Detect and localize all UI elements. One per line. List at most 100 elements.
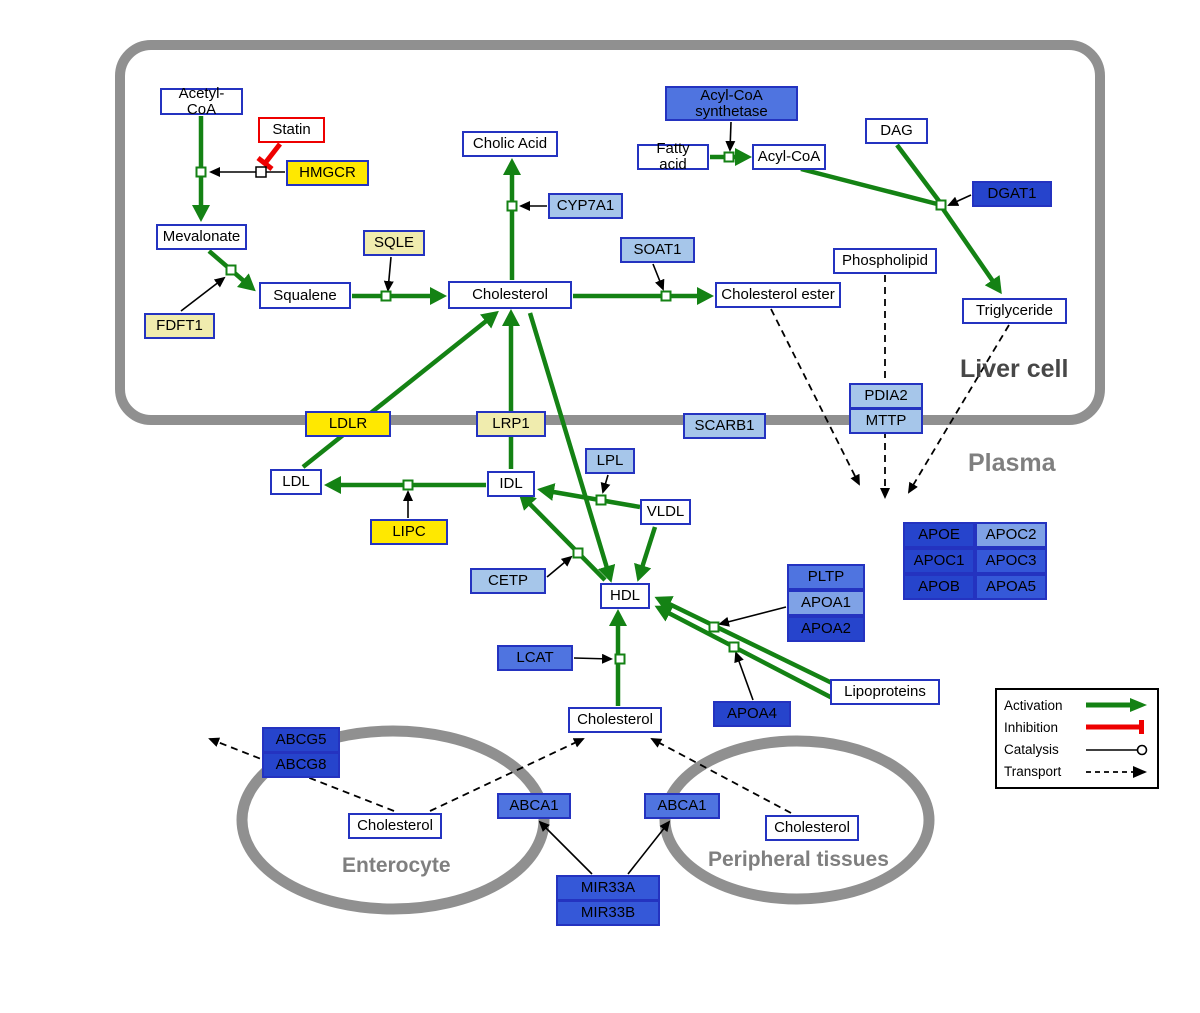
peripheral-tissues-label: Peripheral tissues <box>708 848 889 871</box>
node-cyp7a1[interactable]: CYP7A1 <box>548 193 623 219</box>
node-abcg5[interactable]: ABCG5 <box>262 727 340 753</box>
node-mir33b[interactable]: MIR33B <box>556 900 660 926</box>
edge-dgat-junction-triglyceride <box>941 207 1002 295</box>
catalysis-lcat <box>573 653 613 664</box>
node-lpl[interactable]: LPL <box>585 448 635 474</box>
legend-row-inhibition: Inhibition <box>1004 719 1150 735</box>
reaction-node-apoa4 <box>728 641 740 653</box>
node-mir33a[interactable]: MIR33A <box>556 875 660 901</box>
node-cholesterol-ester[interactable]: Cholesterol ester <box>715 282 841 308</box>
edge-hdl-idl-via-cetp <box>518 492 607 582</box>
statin-junction-square <box>255 166 267 178</box>
node-apoa2[interactable]: APOA2 <box>787 616 865 642</box>
catalysis-acylcoa-synthetase <box>725 121 736 152</box>
catalysis-dgat1 <box>947 194 972 206</box>
node-cholesterol-peripheral[interactable]: Cholesterol <box>765 815 859 841</box>
transport-enterocyte-cholesterol-plasma <box>429 738 585 812</box>
node-cetp[interactable]: CETP <box>470 568 546 594</box>
node-apoa1[interactable]: APOA1 <box>787 590 865 616</box>
legend-inhibition-label: Inhibition <box>1004 719 1059 735</box>
node-scarb1[interactable]: SCARB1 <box>683 413 766 439</box>
node-fatty-acid[interactable]: Fatty acid <box>637 141 709 172</box>
node-cholesterol-plasma[interactable]: Cholesterol <box>568 707 662 733</box>
node-cholic-acid[interactable]: Cholic Acid <box>462 131 558 157</box>
catalysis-fdft1 <box>180 276 226 312</box>
legend-row-catalysis: Catalysis <box>1004 742 1150 758</box>
transport-cholesterolester-lipoproteins <box>770 308 860 486</box>
node-dgat1[interactable]: DGAT1 <box>972 181 1052 207</box>
inhibition-statin-line <box>264 142 282 164</box>
reaction-node-sqle <box>380 290 392 302</box>
catalysis-sqle <box>383 256 394 292</box>
reaction-node-cyp7a1 <box>506 200 518 212</box>
node-apoa5[interactable]: APOA5 <box>975 574 1047 600</box>
node-acyl-coa[interactable]: Acyl-CoA <box>752 144 826 170</box>
node-pdia2[interactable]: PDIA2 <box>849 383 923 409</box>
legend-transport-label: Transport <box>1004 764 1062 780</box>
node-apob[interactable]: APOB <box>903 574 975 600</box>
plasma-label: Plasma <box>968 449 1056 477</box>
node-mevalonate[interactable]: Mevalonate <box>156 224 247 250</box>
reaction-node-lipc <box>402 479 414 491</box>
edge-lipoproteins-hdl-2 <box>654 605 842 704</box>
node-phospholipid[interactable]: Phospholipid <box>833 248 937 274</box>
catalysis-soat1 <box>652 263 665 291</box>
node-abca1-peripheral[interactable]: ABCA1 <box>644 793 720 819</box>
liver-cell-membrane <box>115 40 1105 425</box>
node-ldlr[interactable]: LDLR <box>305 411 391 437</box>
edge-ldl-cholesterol-via-ldlr <box>301 310 499 469</box>
reaction-node-lpl <box>595 494 607 506</box>
edge-vldl-hdl <box>634 526 658 582</box>
legend-activation-label: Activation <box>1004 697 1063 713</box>
node-idl[interactable]: IDL <box>487 471 535 497</box>
reaction-node-hmgcr <box>195 166 207 178</box>
catalysis-cetp <box>546 555 573 578</box>
node-hdl[interactable]: HDL <box>600 583 650 609</box>
node-triglyceride[interactable]: Triglyceride <box>962 298 1067 324</box>
node-cholesterol-enterocyte[interactable]: Cholesterol <box>348 813 442 839</box>
edge-dag-dgat-junction <box>895 143 941 203</box>
node-pltp[interactable]: PLTP <box>787 564 865 590</box>
node-apoc2[interactable]: APOC2 <box>975 522 1047 548</box>
catalysis-apoa4 <box>734 651 754 701</box>
node-fdft1[interactable]: FDFT1 <box>144 313 215 339</box>
node-apoa4[interactable]: APOA4 <box>713 701 791 727</box>
edge-acylcoa-dgat-junction <box>800 166 942 208</box>
reaction-node-acs <box>723 151 735 163</box>
node-hmgcr[interactable]: HMGCR <box>286 160 369 186</box>
node-dag[interactable]: DAG <box>865 118 928 144</box>
node-soat1[interactable]: SOAT1 <box>620 237 695 263</box>
node-lipoproteins[interactable]: Lipoproteins <box>830 679 940 705</box>
node-apoc3[interactable]: APOC3 <box>975 548 1047 574</box>
node-lrp1[interactable]: LRP1 <box>476 411 546 437</box>
edge-cholesterol-hdl <box>527 312 616 583</box>
node-abcg8[interactable]: ABCG8 <box>262 752 340 778</box>
reaction-node-fdft1 <box>225 264 237 276</box>
node-apoc1[interactable]: APOC1 <box>903 548 975 574</box>
node-squalene[interactable]: Squalene <box>259 282 351 309</box>
node-mttp[interactable]: MTTP <box>849 408 923 434</box>
node-lcat[interactable]: LCAT <box>497 645 573 671</box>
inhibition-statin-tee <box>256 156 274 171</box>
catalysis-lpl <box>600 474 611 494</box>
enterocyte-membrane <box>236 725 550 915</box>
legend: Activation Inhibition Catalysis Transpor… <box>995 688 1159 789</box>
node-abca1-enterocyte[interactable]: ABCA1 <box>497 793 571 819</box>
node-sqle[interactable]: SQLE <box>363 230 425 256</box>
node-cholesterol-liver[interactable]: Cholesterol <box>448 281 572 309</box>
liver-cell-label: Liver cell <box>960 355 1069 383</box>
peripheral-tissues-membrane <box>659 735 935 905</box>
legend-row-transport: Transport <box>1004 764 1150 780</box>
node-ldl[interactable]: LDL <box>270 469 322 495</box>
node-apoe[interactable]: APOE <box>903 522 975 548</box>
node-acetyl-coa[interactable]: Acetyl-CoA <box>160 86 243 117</box>
node-acyl-coa-synthetase[interactable]: Acyl-CoA synthetase <box>665 86 798 121</box>
reaction-node-soat1 <box>660 290 672 302</box>
regulation-mir33-abca1-right <box>627 820 671 875</box>
node-lipc[interactable]: LIPC <box>370 519 448 545</box>
reaction-node-dgat1 <box>935 199 947 211</box>
node-vldl[interactable]: VLDL <box>640 499 691 525</box>
node-statin[interactable]: Statin <box>258 117 325 143</box>
catalysis-apoa-stack <box>718 606 787 627</box>
